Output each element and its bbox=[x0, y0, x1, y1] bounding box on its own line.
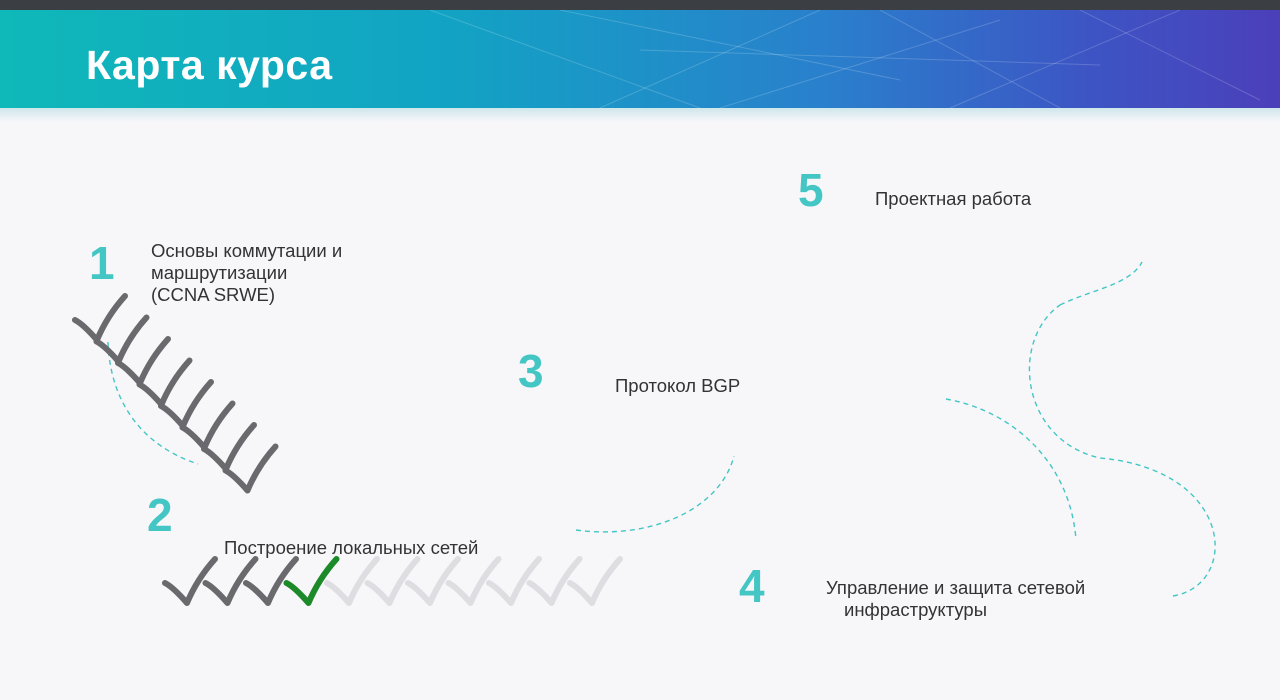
path-4-to-5-b bbox=[1059, 261, 1143, 306]
step-5-label: Проектная работа bbox=[875, 188, 1032, 209]
path-3-to-4 bbox=[945, 398, 1077, 541]
window-top-bar bbox=[0, 0, 1280, 10]
step-2-check-pending-icon bbox=[526, 556, 583, 606]
step-2-number: 2 bbox=[147, 489, 173, 541]
step-1-number: 1 bbox=[89, 237, 115, 289]
step-2-check-current-icon bbox=[283, 556, 340, 606]
step-4-label-line: инфраструктуры bbox=[844, 599, 988, 620]
path-4-to-5-a bbox=[1028, 304, 1216, 597]
step-2-check-pending-icon bbox=[486, 556, 542, 606]
step-4-number: 4 bbox=[739, 560, 765, 612]
step-1-label-line: (CCNA SRWE) bbox=[151, 284, 276, 305]
slide-header: Карта курса bbox=[0, 10, 1280, 108]
step-1-label-line: Основы коммутации и bbox=[151, 240, 343, 261]
step-2-check-done-icon bbox=[162, 556, 218, 606]
header-network-pattern bbox=[429, 10, 1261, 108]
step-2-check-pending-icon bbox=[364, 556, 421, 606]
step-2-check-done-icon bbox=[202, 556, 259, 606]
step-4-label: Управление и защита сетевой инфраструкту… bbox=[826, 577, 1085, 621]
step-1-label-line: маршрутизации bbox=[151, 262, 288, 283]
step-2-check-pending-icon bbox=[405, 556, 461, 606]
path-1-to-2 bbox=[107, 341, 199, 465]
step-3-label: Протокол BGP bbox=[615, 375, 741, 396]
step-5-number: 5 bbox=[798, 164, 824, 216]
path-2-to-3 bbox=[575, 455, 735, 533]
page-title: Карта курса bbox=[86, 42, 333, 88]
step-2-label: Построение локальных сетей bbox=[224, 537, 479, 558]
step-2-check-pending-icon bbox=[324, 556, 380, 606]
header-shadow bbox=[0, 108, 1280, 122]
step-1-check-icon bbox=[72, 293, 128, 343]
step-2-check-done-icon bbox=[243, 556, 299, 606]
step-1-check-icon bbox=[222, 443, 279, 494]
step-2-check-pending-icon bbox=[567, 556, 623, 606]
step-2-check-pending-icon bbox=[445, 556, 502, 606]
step-1-label: Основы коммутации и маршрутизации (CCNA … bbox=[151, 240, 342, 306]
step-4-label-line: Управление и защита сетевой bbox=[826, 577, 1086, 598]
step-3-number: 3 bbox=[518, 345, 544, 397]
